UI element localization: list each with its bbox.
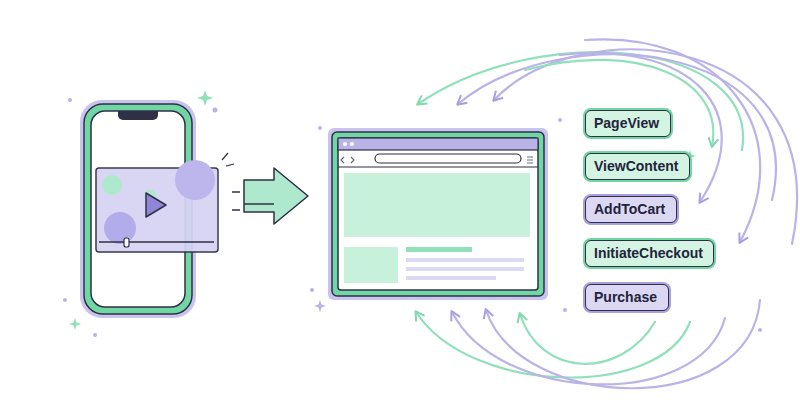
sparkles [63,90,762,337]
event-pill: PageView [585,110,671,137]
event-name: AddToCart [594,201,668,218]
event-name: PageView [594,115,662,132]
flow-arrow [232,168,308,224]
event-pill: InitiateCheckout [585,240,714,267]
event-name: ViewContent [594,158,681,175]
event-name: InitiateCheckout [594,245,705,262]
phone-illustration [80,100,234,318]
event-pill: Purchase [585,284,669,311]
loop-arrows [416,39,797,388]
browser-illustration [328,128,548,300]
event-pill: AddToCart [585,196,677,223]
event-pill: ViewContent [585,153,690,180]
event-name: Purchase [594,289,660,306]
